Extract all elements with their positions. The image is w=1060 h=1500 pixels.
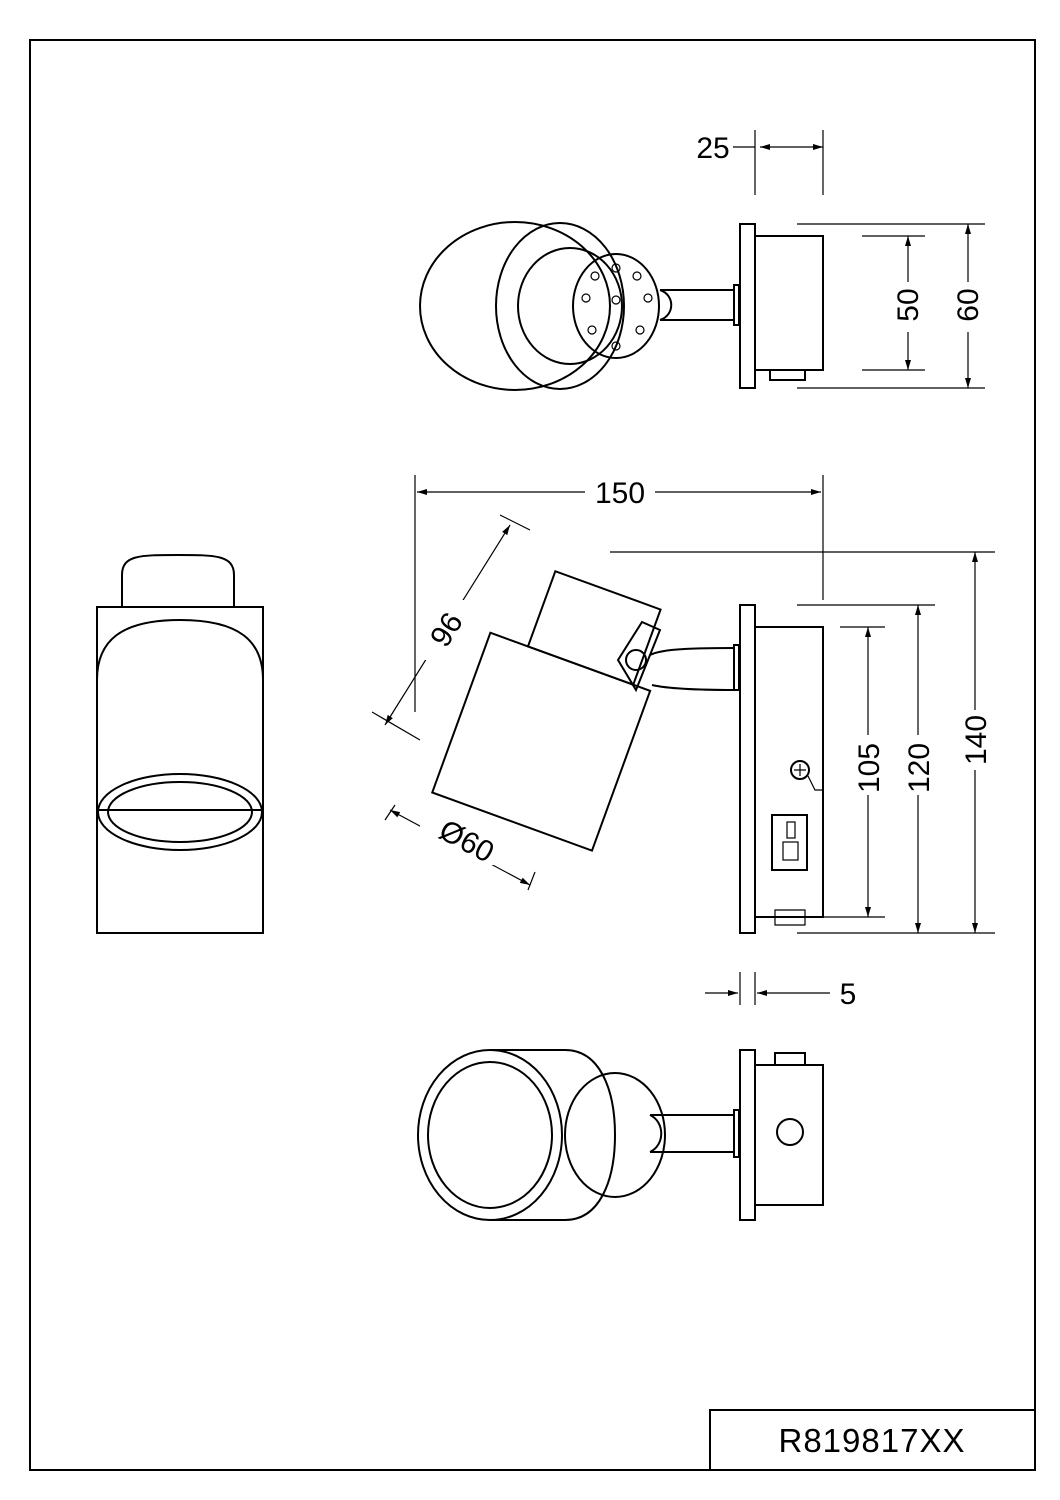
wall-plate: [739, 223, 756, 389]
front-view: [96, 554, 264, 934]
bottom-shade-outer: [417, 1049, 563, 1221]
dim-50: 50: [892, 288, 925, 321]
bottom-box: [754, 1064, 824, 1206]
side-box: [754, 626, 824, 918]
rocker-switch: [771, 814, 808, 871]
screw-icon: [790, 760, 810, 780]
shade-body: [430, 631, 652, 852]
cable-hole-icon: [776, 1118, 804, 1146]
dim-60: 60: [952, 288, 985, 321]
shade-opening: [97, 773, 263, 851]
dim-5: 5: [840, 978, 857, 1011]
bottom-wall-plate: [739, 1049, 756, 1221]
dim-150: 150: [595, 477, 645, 510]
model-code: R819817XX: [779, 1422, 966, 1459]
box: [754, 235, 824, 371]
top-view: 25 50 60: [419, 130, 985, 391]
led-dots: [581, 263, 653, 351]
dim-140: 140: [960, 715, 993, 765]
dim-105: 105: [853, 743, 886, 793]
bottom-view: [417, 1049, 824, 1221]
dim-25: 25: [696, 132, 729, 165]
title-block: R819817XX: [709, 1409, 1036, 1471]
dim-120: 120: [903, 743, 936, 793]
side-wall-plate: [739, 604, 756, 934]
drawing-frame: [29, 39, 1036, 1471]
led-lens-face: [572, 253, 660, 359]
side-view: 150 96 Ø60 105 120 140 5: [371, 475, 995, 1011]
